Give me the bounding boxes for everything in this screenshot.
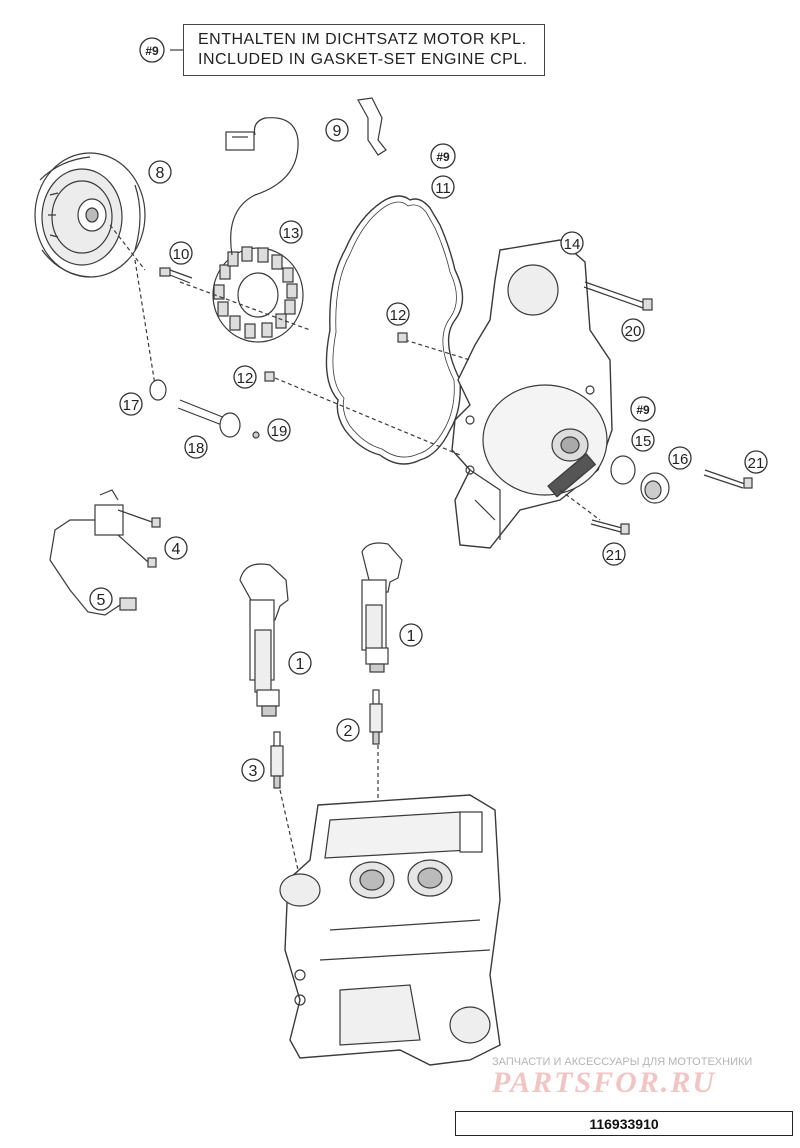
callout-19: 19	[267, 418, 291, 442]
callout-21-right: 21	[744, 450, 768, 474]
callout-18: 18	[184, 435, 208, 459]
screw-10	[159, 267, 193, 284]
svg-text:17: 17	[123, 397, 140, 414]
svg-text:12: 12	[390, 307, 407, 324]
pin-18	[177, 399, 241, 438]
callout-4: 4	[164, 536, 188, 560]
svg-text:21: 21	[606, 547, 623, 564]
svg-text:9: 9	[333, 123, 342, 140]
callout-12-upper: 12	[386, 302, 410, 326]
callout-21-lower: 21	[602, 542, 626, 566]
callout-gasket-set-9-cover: #9	[630, 396, 656, 422]
callout-14: 14	[560, 231, 584, 255]
bolt-21-lower	[590, 519, 630, 535]
svg-text:1: 1	[407, 628, 416, 645]
screw-12-upper	[397, 332, 408, 343]
o-ring	[610, 455, 636, 485]
cylinder-head	[279, 794, 501, 1066]
callout-gasket-set-9-gasket: #9	[430, 143, 456, 169]
ball-19	[252, 431, 260, 439]
bolt-21-right	[703, 469, 753, 489]
part-number: 116933910	[589, 1115, 659, 1132]
svg-text:12: 12	[237, 370, 254, 387]
callout-3: 3	[241, 758, 265, 782]
callout-8: 8	[148, 160, 172, 184]
callout-gasket-set-9-top: #9	[139, 37, 165, 63]
callout-2: 2	[336, 718, 360, 742]
svg-text:19: 19	[271, 423, 288, 440]
callout-20: 20	[621, 318, 645, 342]
callout-9: 9	[325, 118, 349, 142]
ignition-coil-left	[239, 563, 289, 717]
svg-text:11: 11	[435, 180, 451, 197]
callout-15: 15	[631, 428, 655, 452]
callout-13: 13	[279, 220, 303, 244]
gasket-set-legend: ENTHALTEN IM DICHTSATZ MOTOR KPL. INCLUD…	[183, 24, 545, 76]
cover-gasket	[325, 195, 464, 465]
callout-17: 17	[119, 392, 143, 416]
callout-10: 10	[169, 241, 193, 265]
svg-text:14: 14	[564, 236, 581, 253]
generator-cover	[451, 239, 613, 549]
bolt-4-upper	[117, 509, 161, 528]
callout-1-left: 1	[288, 651, 312, 675]
svg-text:8: 8	[156, 165, 165, 182]
callout-11: 11	[431, 175, 455, 199]
screw-plug-16	[640, 472, 670, 504]
watermark-tagline: ЗАПЧАСТИ И АКСЕССУАРЫ ДЛЯ МОТОТЕХНИКИ	[492, 1056, 753, 1068]
part-number-box: 116933910	[455, 1111, 793, 1136]
sensor-5	[49, 489, 137, 616]
svg-text:21: 21	[748, 455, 765, 472]
clip-9	[357, 97, 387, 156]
svg-text:1: 1	[296, 656, 305, 673]
flywheel-rotor	[34, 152, 146, 278]
callout-5: 5	[89, 587, 113, 611]
svg-text:#9: #9	[636, 403, 650, 417]
svg-text:#9: #9	[145, 44, 159, 58]
spark-plug-2	[369, 689, 383, 745]
callout-12-lower: 12	[233, 365, 257, 389]
svg-text:4: 4	[172, 541, 181, 558]
legend-line-german: ENTHALTEN IM DICHTSATZ MOTOR KPL.	[198, 31, 527, 48]
svg-text:2: 2	[344, 723, 353, 740]
svg-text:10: 10	[173, 246, 190, 263]
watermark-logo: PARTSFOR.RU	[492, 1066, 716, 1099]
svg-text:15: 15	[635, 433, 652, 450]
washer-17	[149, 379, 167, 401]
svg-text:20: 20	[625, 323, 642, 340]
svg-text:16: 16	[672, 451, 689, 468]
bolt-20	[583, 281, 653, 311]
svg-text:5: 5	[97, 592, 106, 609]
svg-text:13: 13	[283, 225, 300, 242]
screw-12-lower	[264, 371, 275, 382]
callout-16: 16	[668, 446, 692, 470]
callout-1-right: 1	[399, 623, 423, 647]
svg-text:18: 18	[188, 440, 205, 457]
svg-text:#9: #9	[436, 150, 450, 164]
ignition-coil-right	[361, 542, 403, 673]
legend-line-english: INCLUDED IN GASKET-SET ENGINE CPL.	[198, 51, 528, 68]
spark-plug-3	[270, 731, 284, 789]
svg-text:3: 3	[249, 763, 258, 780]
bolt-4-lower	[117, 534, 157, 568]
